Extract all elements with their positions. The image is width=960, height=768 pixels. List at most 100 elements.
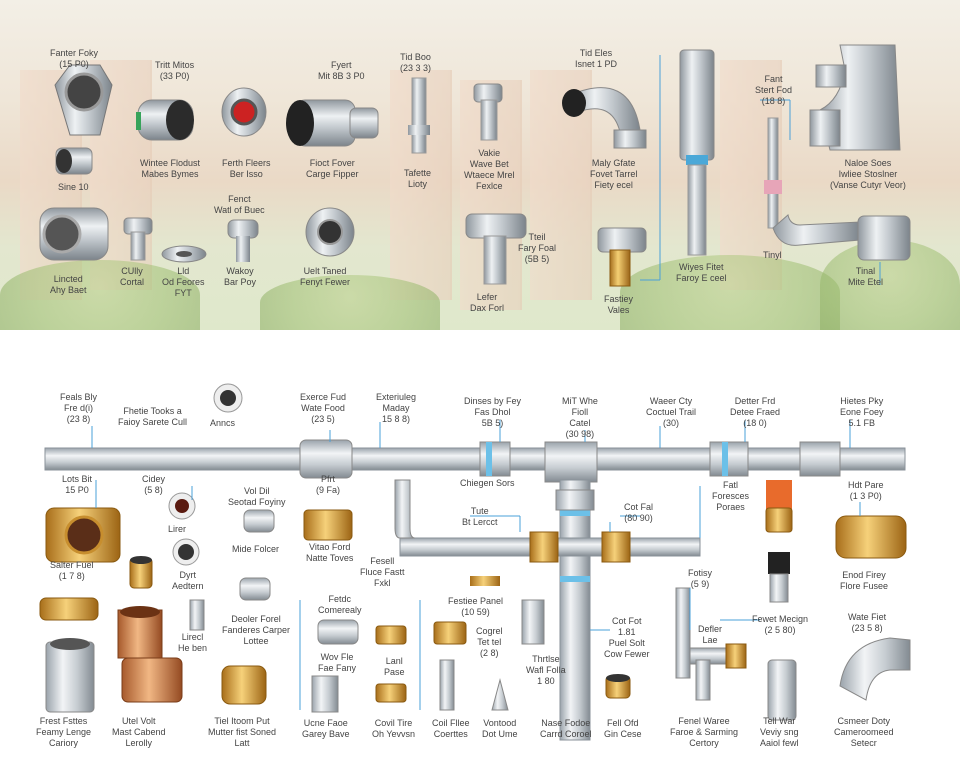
round-cap — [168, 383, 243, 566]
label-bottom-34: Wate Fiet(23 5 8) — [848, 612, 887, 633]
label-bottom-25: Fotisy(5 9) — [688, 568, 713, 589]
label-top-1: Tritt Mitos(33 P0) — [155, 60, 195, 81]
coupling-fitting — [136, 99, 194, 141]
pipe-system-illustration — [39, 383, 911, 741]
bottom-leader-lines — [91, 420, 861, 710]
leader-lines — [640, 55, 881, 285]
label-bottom-2: Anncs — [210, 418, 236, 428]
flat-washer — [161, 245, 207, 263]
label-top-3: Tid Boo(23 3 3) — [400, 52, 432, 73]
small-sleeve — [55, 147, 93, 175]
copper-tee — [117, 606, 183, 703]
brass-nipple — [39, 597, 99, 621]
label-bottom-14: Chiegen Sors — [460, 478, 515, 488]
small-connector — [227, 219, 259, 262]
product-photo-panel: Fanter Foky(15 P0) Tritt Mitos(33 P0) Fy… — [0, 0, 960, 330]
label-bottom-19: Salter Fuel(1 7 8) — [50, 560, 94, 581]
misc-fittings — [189, 480, 911, 721]
label-bottom-26: Fewet Mecign(2 5 80) — [752, 614, 809, 635]
label-bottom-13: Pfrt(9 Fa) — [316, 474, 341, 495]
ring-fitting — [305, 207, 355, 257]
threaded-coupling — [39, 207, 109, 261]
garden-bush — [260, 275, 440, 330]
valve-stem — [473, 83, 503, 141]
small-brass-cap — [129, 556, 153, 589]
garden-bush — [0, 260, 200, 330]
thin-tube — [764, 117, 911, 261]
label-top-24: Tinyl — [763, 250, 782, 260]
central-tee — [544, 441, 598, 741]
label-bottom-21: Mide Folcer — [232, 544, 280, 554]
branch-pipe — [394, 479, 701, 563]
garden-bush — [620, 255, 840, 330]
label-bottom-11: Cidey(5 8) — [142, 474, 166, 495]
label-bottom-18: Hdt Pare(1 3 P0) — [848, 480, 884, 501]
main-supply-pipe — [44, 439, 906, 479]
straight-tube — [408, 77, 430, 154]
brass-flange — [45, 507, 121, 563]
label-bottom-20: Lirer — [168, 524, 187, 534]
right-drop-pipe — [675, 587, 747, 701]
small-tee — [123, 217, 153, 261]
vertical-pipe — [679, 49, 715, 256]
tee-elbow — [809, 44, 901, 151]
label-bottom-31: Festiee Panel(10 59) — [448, 596, 504, 617]
pipe-coupler — [286, 99, 379, 147]
elbow-fitting — [562, 87, 647, 149]
steel-sleeve — [45, 638, 95, 713]
flange-fitting — [221, 87, 267, 137]
